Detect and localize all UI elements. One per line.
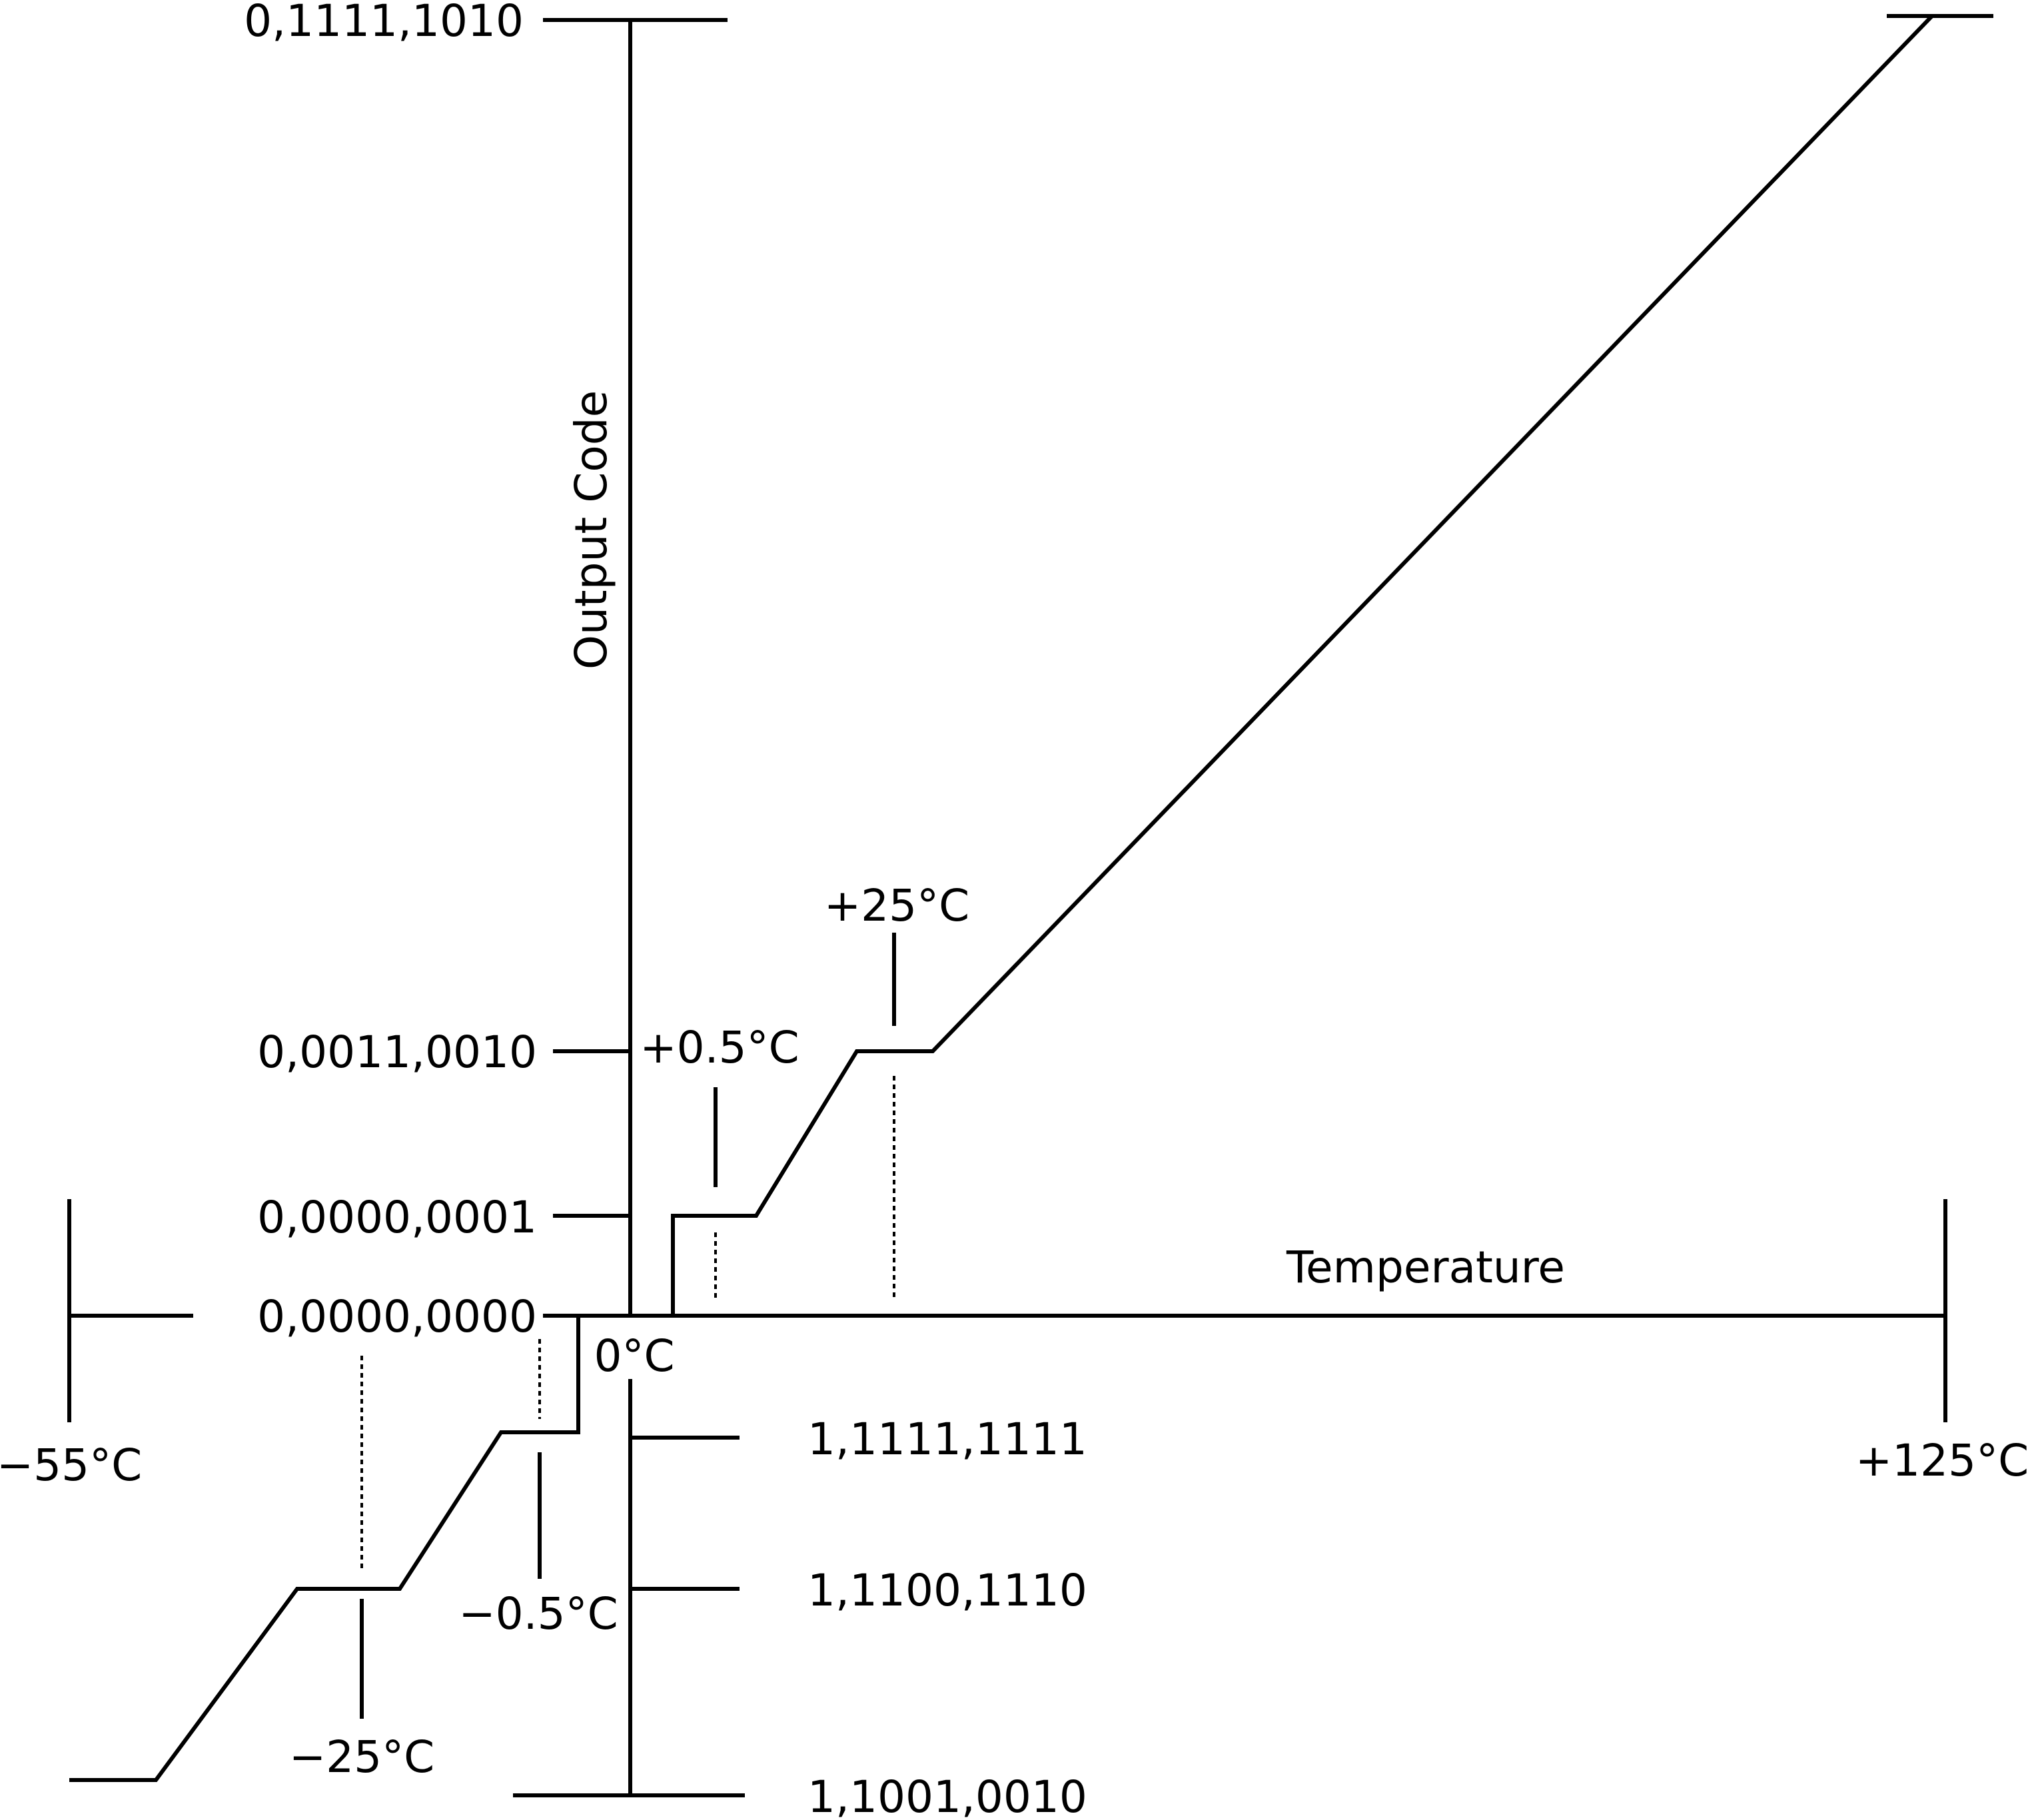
code-label-minus-half: 1,1111,1111 xyxy=(807,1414,1087,1465)
marker-minus-25-label: −25°C xyxy=(289,1731,434,1783)
code-label-plus-25: 0,0011,0010 xyxy=(257,1027,537,1078)
y-axis-label: Output Code xyxy=(566,390,617,670)
origin-label: 0°C xyxy=(594,1330,674,1382)
code-label-minus-25: 1,1100,1110 xyxy=(807,1565,1087,1616)
x-max-label: +125°C xyxy=(1855,1435,2029,1486)
code-label-zero: 0,0000,0000 xyxy=(257,1291,537,1342)
code-label-min: 1,1001,0010 xyxy=(807,1771,1087,1820)
transfer-curve xyxy=(69,14,1937,1782)
code-label-max: 0,1111,1010 xyxy=(244,0,524,47)
x-min-label: −55°C xyxy=(0,1440,142,1491)
marker-plus-25-label: +25°C xyxy=(824,880,969,931)
code-label-plus-half: 0,0000,0001 xyxy=(257,1192,537,1243)
marker-minus-half-label: −0.5°C xyxy=(458,1588,618,1639)
marker-plus-half-label: +0.5°C xyxy=(640,1022,799,1073)
x-axis-label: Temperature xyxy=(1286,1242,1565,1293)
